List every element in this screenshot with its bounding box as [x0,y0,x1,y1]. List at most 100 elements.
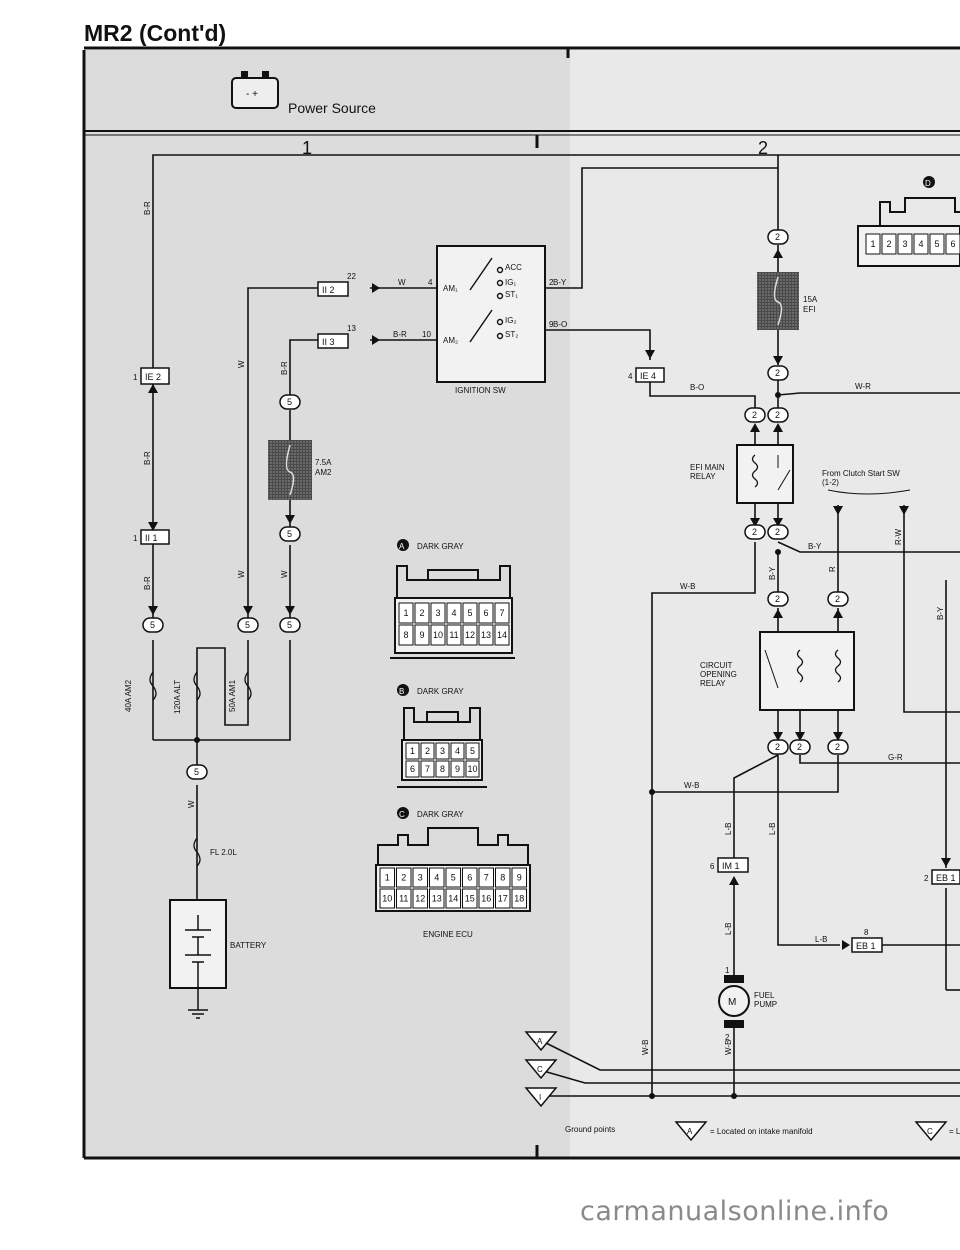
connector-b-pin-cell [450,760,465,778]
connector-c-pin-label: 18 [514,894,524,904]
connector-b-pin-cell [450,742,465,760]
junction-ii3-pin: 13 [347,324,356,333]
fuel-pump: M FUEL PUMP 1 2 [718,966,777,1042]
ground-c-letter: C [537,1065,543,1074]
wire-label-br-1: B-R [143,201,152,215]
wire-label-by-4: B-Y [936,606,945,620]
connector-a-pin-label: 4 [451,608,456,618]
connector-d-pin-label: 4 [918,239,923,249]
wire-label-w-2: W [237,570,246,578]
connector-b-pin-label: 3 [440,746,445,756]
connector-d-pin-cell [881,233,897,255]
connector-c-pin-cell [462,888,478,909]
pill-5-c: 5 [150,620,155,630]
pill-2-b: 2 [775,368,780,378]
connector-a-pin-cell [462,624,478,646]
connector-a-pin-cell [446,624,462,646]
wire-label-bo-1: B-O [553,320,567,329]
pin-pump-2: 2 [725,1033,730,1042]
connector-c-pin-cell [396,888,412,909]
pin-pump-1: 1 [725,966,730,975]
ground-a-letter: A [537,1037,543,1046]
connector-b-pin-label: 10 [467,764,477,774]
junction-ii2-code: II 2 [322,285,335,295]
connector-b-pin-cell [435,760,450,778]
junction-eb1a-code: EB 1 [856,941,876,951]
connector-c-pin-cell [429,867,445,888]
connector-a-pin-cell [462,602,478,624]
connector-c-pin-label: 2 [401,873,406,883]
fuse-am2-name: AM2 [315,468,332,477]
legend-ground-a: A [687,1127,693,1136]
connector-c-pin-cell [478,888,494,909]
junction-ii3: II 3 13 [317,324,356,349]
junction-ie4-pin: 4 [628,372,633,381]
ground-points-label: Ground points [565,1125,615,1134]
connector-c-pin-cell [445,867,461,888]
connector-a-pin-cell [398,624,414,646]
wire-label-wb-1: W-B [680,582,695,591]
junction-ii1-pin: 1 [133,534,138,543]
connector-d-pin-label: 1 [870,239,875,249]
pill-2-h: 2 [835,594,840,604]
connector-c-pin-label: 9 [517,873,522,883]
connector-c-letter: C [399,810,405,819]
connector-c-pin-label: 17 [498,894,508,904]
efi-main-relay: EFI MAIN RELAY [690,444,794,504]
st2-label: ST₂ [505,330,518,339]
efi-main-relay-label-1: EFI MAIN [690,463,725,472]
svg-text:- +: - + [246,89,258,100]
junction-ie4-code: IE 4 [640,371,656,381]
junction-eb1b-pin: 2 [924,874,929,883]
connector-b-letter: B [399,687,404,696]
pill-2-j: 2 [797,742,802,752]
connector-a-pin-cell [446,602,462,624]
connector-b-pin-label: 7 [425,764,430,774]
fuse-efi-amp: 15A [803,295,818,304]
circuit-opening-relay: CIRCUIT OPENING RELAY [700,631,855,711]
pill-5-e: 5 [287,620,292,630]
connector-d-pin-cell [913,233,929,255]
connector-a-pin-cell [494,624,510,646]
connector-c-pin-label: 4 [434,873,439,883]
wire-label-wb-2: W-B [684,781,699,790]
wire-label-br-3: B-R [143,576,152,590]
pill-5-a: 5 [287,397,292,407]
connector-c-pin-cell [396,867,412,888]
fuse-efi-name: EFI [803,305,815,314]
wire-label-by-1: B-Y [553,278,567,287]
junction-ii2: II 2 22 [317,272,356,297]
fl-120a-label: 120A ALT [173,680,182,714]
fuse-am2-amp: 7.5A [315,458,332,467]
connector-a-pin-label: 8 [403,630,408,640]
wire-label-lb-2: L-B [768,823,777,835]
connector-b-pin-label: 9 [455,764,460,774]
wire-label-wb-3: W-B [641,1040,650,1055]
connector-b-pin-cell [405,742,420,760]
watermark: carmanualsonline.info [580,1196,890,1227]
connector-d-pin-cell [865,233,881,255]
am1-label: AM₁ [443,284,458,293]
connector-c-pin-label: 1 [385,873,390,883]
junction-ie4: IE 4 4 [628,367,665,383]
connector-a-pin-cell [478,602,494,624]
connector-a-pin-label: 14 [497,630,507,640]
legend-ground-a-note: = Located on intake manifold [710,1127,813,1136]
wire-label-r: R [828,566,837,572]
battery-icon: - + [231,71,279,109]
connector-a-pin-label: 1 [403,608,408,618]
fuel-pump-label-2: PUMP [754,1000,777,1009]
connector-b-pin-cell [420,742,435,760]
legend-ground-c-note: = L [949,1127,960,1136]
connector-a-pin-label: 9 [419,630,424,640]
connector-c-pin-cell [379,867,395,888]
connector-a-pin-cell [430,602,446,624]
pin-sw-9: 9 [549,320,554,329]
wire-label-wb-4: W-B [724,1040,733,1055]
acc-label: ACC [505,263,522,272]
connector-c-pin-label: 10 [382,894,392,904]
connector-b-pin-cell [465,742,480,760]
connector-c-pin-label: 3 [418,873,423,883]
junction-ii3-code: II 3 [322,337,335,347]
junction-ii1-code: II 1 [145,533,158,543]
